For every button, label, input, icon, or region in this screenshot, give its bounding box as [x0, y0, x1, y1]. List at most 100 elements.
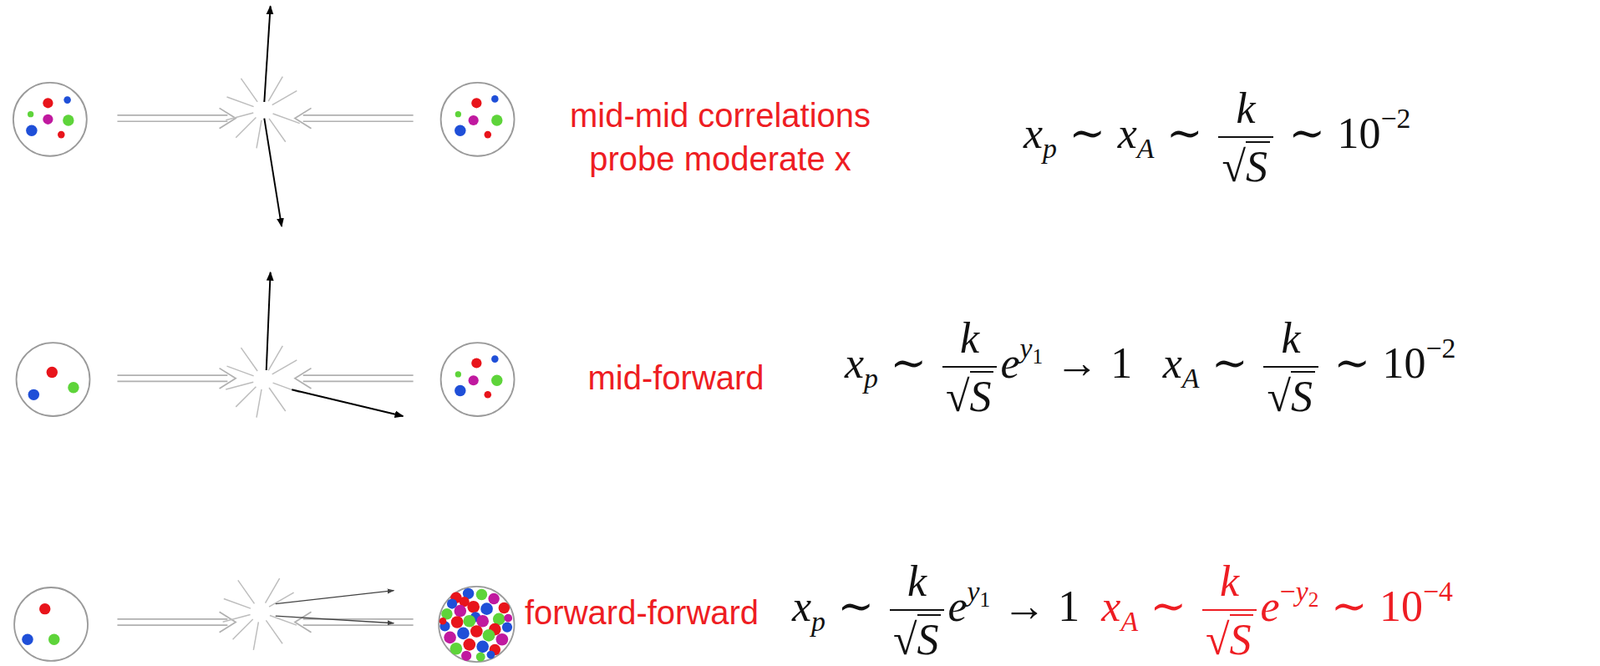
- fraction-numerator: k: [1275, 312, 1306, 366]
- relation-symbol: ∼: [1211, 339, 1249, 387]
- superscript: −2: [1426, 332, 1457, 364]
- row-forward-forward: [14, 578, 514, 662]
- fraction-numerator: k: [954, 312, 986, 366]
- relation-text: ∼: [1330, 582, 1368, 630]
- math-symbol: x: [1117, 109, 1138, 158]
- root-sign: √: [1205, 615, 1230, 664]
- subscript-text: 2: [1308, 587, 1320, 611]
- relation-text: ∼: [1211, 339, 1249, 387]
- superscript: −4: [1422, 575, 1453, 607]
- relation-symbol: ∼: [1166, 109, 1204, 158]
- formula: xp∼k√Sey1→1xA∼k√S∼10−2: [844, 312, 1457, 423]
- subscript-text: 1: [1032, 344, 1044, 368]
- superscript-text: −2: [1426, 332, 1457, 364]
- math-atom: xA: [1117, 109, 1155, 158]
- row-mid-mid: [13, 5, 515, 227]
- subscript-text: p: [1042, 132, 1057, 164]
- math-atom: xp: [792, 582, 826, 630]
- math-symbol: 1: [1057, 582, 1080, 630]
- subscript-text: p: [811, 605, 826, 637]
- relation-symbol: →: [1055, 339, 1099, 387]
- math-atom: xp: [1023, 109, 1057, 158]
- relation-text: ∼: [1150, 582, 1188, 630]
- root-radicand: S: [970, 370, 995, 421]
- relation-symbol: ∼: [1330, 582, 1368, 630]
- math-symbol: x: [1023, 109, 1043, 158]
- fraction-denominator: √S: [1263, 365, 1318, 423]
- math-atom: 10−4: [1379, 582, 1453, 630]
- math-symbol: e: [1260, 582, 1280, 630]
- superscript-text: y: [1020, 332, 1033, 364]
- math-symbol: x: [1101, 582, 1121, 630]
- fraction: k√S: [1218, 82, 1273, 194]
- math-atom: xA: [1163, 339, 1200, 387]
- root-sign: √: [1221, 142, 1246, 191]
- subscript-text: 1: [980, 587, 991, 611]
- math-symbol: 1: [1110, 339, 1133, 387]
- relation-symbol: ∼: [1333, 339, 1371, 387]
- root-sign: √: [1266, 372, 1291, 421]
- superscript-text: −2: [1381, 102, 1412, 134]
- superscript: −y2: [1280, 575, 1320, 607]
- fraction: k√S: [1202, 555, 1257, 666]
- superscript: −2: [1381, 102, 1412, 134]
- relation-text: →: [1055, 339, 1099, 387]
- root-radicand: S: [1290, 370, 1316, 421]
- math-symbol: x: [844, 339, 864, 387]
- root-radicand: S: [1229, 614, 1255, 664]
- subscript-text: A: [1182, 362, 1200, 394]
- fraction-numerator: k: [1214, 555, 1245, 610]
- math-atom: 1: [1057, 582, 1080, 630]
- root-radicand: S: [917, 614, 942, 664]
- formula: xp∼xA∼k√S∼10−2: [1023, 82, 1412, 194]
- math-atom: xp: [844, 339, 879, 387]
- relation-text: ∼: [1069, 109, 1107, 158]
- math-atom: ey1: [1000, 339, 1043, 387]
- relation-symbol: ∼: [838, 582, 875, 630]
- fraction: k √S: [889, 555, 945, 666]
- root-sign: √: [945, 372, 971, 421]
- math-symbol: e: [1000, 339, 1020, 387]
- row-label: forward-forward: [524, 590, 759, 635]
- relation-symbol: ∼: [1150, 582, 1188, 630]
- fraction-denominator: √S: [942, 365, 997, 423]
- fraction: k√S: [942, 312, 997, 423]
- fraction-numerator: k: [902, 555, 933, 610]
- superscript-text: y: [1295, 575, 1309, 607]
- row-label: mid-mid correlations probe moderate x: [561, 93, 879, 181]
- row-mid-forward: [16, 272, 515, 418]
- math-symbol: x: [792, 582, 812, 630]
- fraction-denominator: √S: [1218, 136, 1273, 194]
- subscript-text: A: [1120, 605, 1138, 637]
- superscript-text: y: [967, 575, 981, 607]
- relation-text: ∼: [1288, 109, 1326, 158]
- superscript-text: −: [1280, 575, 1296, 607]
- relation-text: ∼: [838, 582, 875, 630]
- relation-symbol: ∼: [890, 339, 928, 387]
- root-radicand: S: [1245, 141, 1270, 191]
- relation-symbol: ∼: [1069, 109, 1107, 158]
- math-atom: 10−2: [1382, 339, 1457, 387]
- math-atom: e−y2: [1260, 582, 1320, 630]
- superscript: y1: [967, 575, 991, 607]
- math-atom: ey1: [947, 582, 991, 630]
- math-symbol: 10: [1382, 339, 1427, 387]
- math-atom: 1: [1110, 339, 1133, 387]
- relation-text: →: [1002, 582, 1047, 630]
- superscript-text: −4: [1422, 575, 1453, 607]
- fraction-denominator: √S: [1202, 609, 1257, 666]
- fraction-numerator: k: [1230, 82, 1261, 137]
- relation-text: ∼: [1333, 339, 1371, 387]
- math-symbol: x: [1163, 339, 1183, 387]
- fraction: k√S: [1263, 312, 1318, 423]
- relation-text: ∼: [890, 339, 928, 387]
- math-symbol: 10: [1379, 582, 1423, 630]
- root-sign: √: [893, 615, 918, 664]
- math-symbol: 10: [1337, 109, 1382, 158]
- superscript: y1: [1020, 332, 1044, 364]
- math-symbol: e: [947, 582, 967, 630]
- relation-text: ∼: [1166, 109, 1204, 158]
- relation-symbol: ∼: [1288, 109, 1326, 158]
- subscript-text: p: [863, 362, 879, 394]
